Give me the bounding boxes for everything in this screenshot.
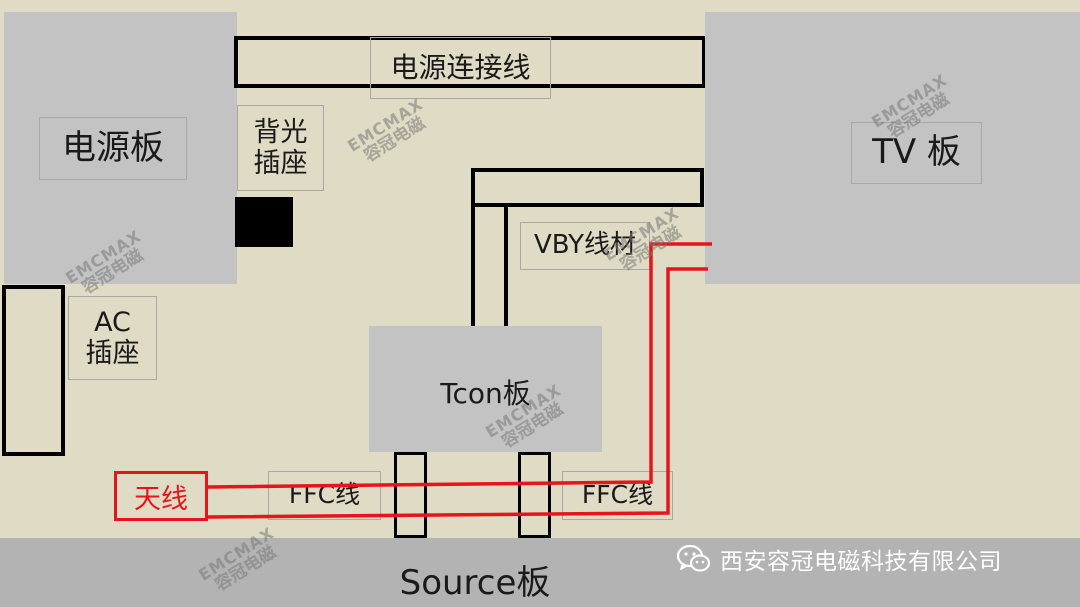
power-board-text: 电源板 [62, 127, 164, 168]
power-cable-frame [234, 36, 706, 88]
backlight-socket-label: 背光 插座 [237, 105, 324, 191]
source-board [0, 538, 1080, 607]
ac-socket-label: AC 插座 [68, 296, 157, 380]
ac-socket-frame [2, 285, 65, 456]
ac-socket-line1: AC [94, 306, 131, 338]
wechat-icon [676, 544, 711, 572]
vby-cable-text: VBY线材 [533, 230, 637, 261]
ac-socket-line2: 插座 [85, 338, 140, 369]
tcon-board-label: Tcon板 [440, 377, 531, 410]
antenna-trace-lower [207, 267, 708, 519]
ffc-left-connector [394, 452, 427, 538]
power-cable-label: 电源连接线 [370, 37, 551, 99]
power-cable-text: 电源连接线 [390, 50, 531, 84]
backlight-socket-line2: 插座 [253, 148, 308, 179]
ffc-right-connector [518, 452, 551, 538]
tv-board-label: TV 板 [851, 122, 982, 184]
brand-tag: 西安容冠电磁科技有限公司 [676, 542, 1002, 576]
antenna-box: 天线 [114, 471, 208, 521]
antenna-label: 天线 [134, 483, 188, 515]
tcon-board [369, 326, 602, 452]
antenna-trace-upper [207, 242, 712, 489]
tv-board-text: TV 板 [872, 132, 961, 173]
backlight-socket-line1: 背光 [253, 116, 308, 148]
backlight-connector [235, 197, 293, 247]
power-board-label: 电源板 [39, 117, 187, 180]
brand-name: 西安容冠电磁科技有限公司 [720, 549, 1002, 575]
ffc-right-text: FFC线 [581, 480, 654, 510]
vby-cable-horizontal [471, 168, 704, 207]
tv-board [705, 12, 1080, 284]
source-board-label: Source板 [399, 563, 551, 603]
power-board [4, 12, 237, 284]
ffc-right-label: FFC线 [562, 471, 673, 520]
